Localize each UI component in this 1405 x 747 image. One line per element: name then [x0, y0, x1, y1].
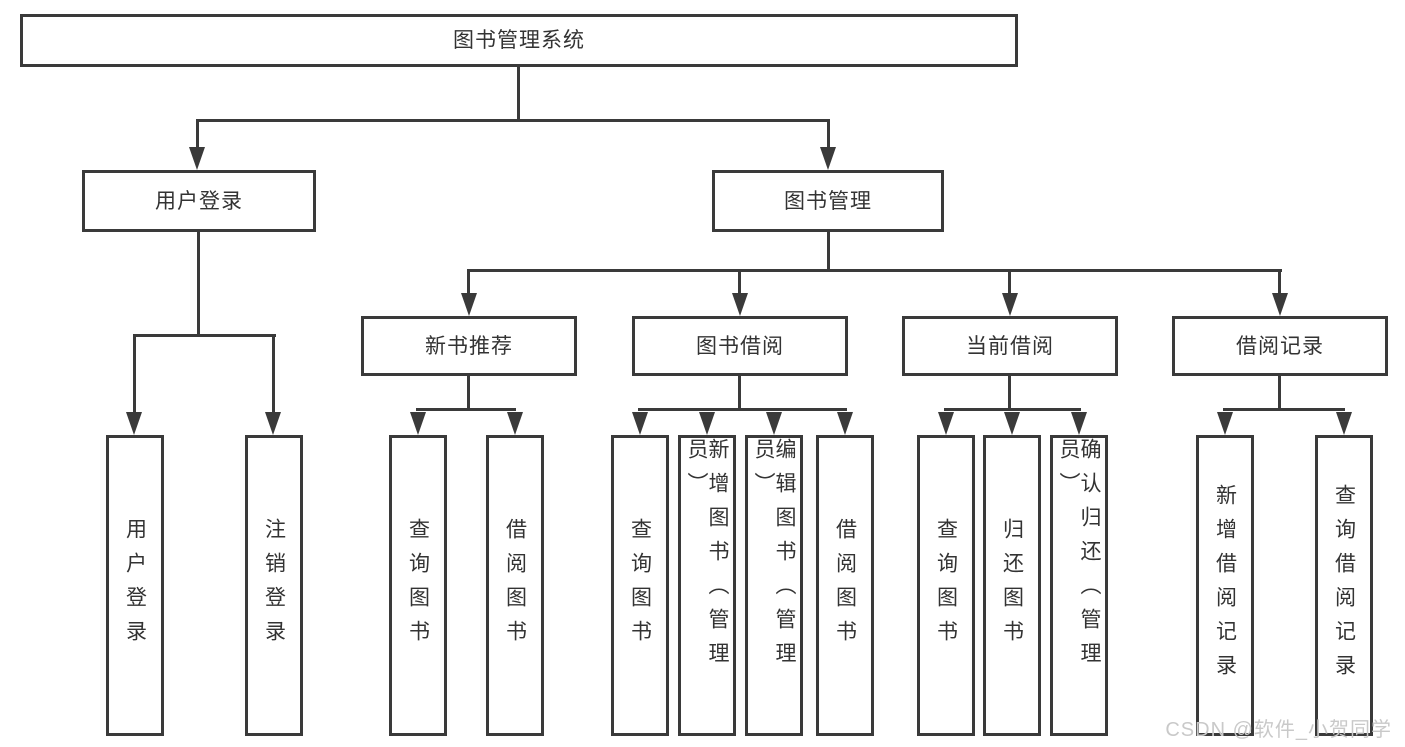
leaf-add-book-admin-label: 新增图书（管理员） [685, 438, 729, 676]
arrowhead-leaf-edit-book [766, 412, 782, 435]
arrowhead-leaf-add-borrow-record [1217, 412, 1233, 435]
arrowhead-leaf-borrow-book-2 [837, 412, 853, 435]
node-borrow-records: 借阅记录 [1172, 316, 1388, 376]
edge-book-management-stem [827, 231, 830, 272]
node-user-login-label: 用户登录 [155, 189, 243, 213]
leaf-add-borrow-record: 新增借阅记录 [1196, 435, 1254, 736]
leaf-borrow-book-2-label: 借阅图书 [833, 517, 857, 654]
leaf-confirm-return-admin: 确认归还（管理员） [1050, 435, 1108, 736]
leaf-logout-label: 注销登录 [262, 517, 286, 654]
arrowhead-borrow-records [1272, 293, 1288, 316]
arrowhead-new-book-recommend [461, 293, 477, 316]
arrowhead-leaf-borrow-book-1 [507, 412, 523, 435]
edge-drop-new-book-recommend [467, 269, 470, 295]
arrowhead-leaf-confirm-return [1071, 412, 1087, 435]
node-current-borrow: 当前借阅 [902, 316, 1118, 376]
leaf-return-book: 归还图书 [983, 435, 1041, 736]
leaf-borrow-book-1-label: 借阅图书 [503, 517, 527, 654]
edge-drop-book-borrow [738, 269, 741, 295]
edge-current-borrow-rail [944, 408, 1081, 411]
leaf-user-login: 用户登录 [106, 435, 164, 736]
arrowhead-user-login [189, 147, 205, 170]
edge-borrow-records-rail [1223, 408, 1345, 411]
leaf-query-book-3: 查询图书 [917, 435, 975, 736]
edge-drop-book-management [827, 119, 830, 151]
leaf-user-login-label: 用户登录 [123, 517, 147, 654]
node-book-management-label: 图书管理 [784, 189, 872, 213]
edge-current-borrow-stem [1008, 374, 1011, 411]
edge-root-stem [517, 65, 520, 121]
edge-drop-leaf-user-login [133, 334, 136, 414]
edge-drop-user-login [196, 119, 199, 151]
node-new-book-recommend-label: 新书推荐 [425, 334, 513, 358]
node-current-borrow-label: 当前借阅 [966, 334, 1054, 358]
arrowhead-current-borrow [1002, 293, 1018, 316]
arrowhead-leaf-user-login [126, 412, 142, 435]
leaf-query-book-1: 查询图书 [389, 435, 447, 736]
leaf-query-book-1-label: 查询图书 [406, 517, 430, 654]
leaf-add-borrow-record-label: 新增借阅记录 [1213, 483, 1237, 688]
node-book-borrow-label: 图书借阅 [696, 334, 784, 358]
edge-new-book-recommend-rail [416, 408, 516, 411]
arrowhead-leaf-logout [265, 412, 281, 435]
node-root-label: 图书管理系统 [453, 29, 585, 52]
leaf-query-book-3-label: 查询图书 [934, 517, 958, 654]
csdn-watermark: CSDN @软件_小贺同学 [1165, 719, 1392, 741]
edge-user-login-rail [133, 334, 276, 337]
edge-new-book-recommend-stem [467, 374, 470, 411]
edge-drop-borrow-records [1278, 269, 1281, 295]
node-book-borrow: 图书借阅 [632, 316, 848, 376]
leaf-add-book-admin: 新增图书（管理员） [678, 435, 736, 736]
edge-drop-current-borrow [1008, 269, 1011, 295]
edge-book-borrow-stem [738, 374, 741, 411]
edge-book-management-rail [467, 269, 1282, 272]
leaf-edit-book-admin: 编辑图书（管理员） [745, 435, 803, 736]
edge-book-borrow-rail [638, 408, 847, 411]
arrowhead-book-borrow [732, 293, 748, 316]
leaf-query-borrow-record-label: 查询借阅记录 [1332, 483, 1356, 688]
leaf-edit-book-admin-label: 编辑图书（管理员） [752, 438, 796, 676]
edge-root-rail [196, 119, 830, 122]
leaf-confirm-return-admin-label: 确认归还（管理员） [1057, 438, 1101, 676]
arrowhead-leaf-query-book-3 [938, 412, 954, 435]
arrowhead-leaf-add-book [699, 412, 715, 435]
node-borrow-records-label: 借阅记录 [1236, 334, 1324, 358]
node-root: 图书管理系统 [20, 14, 1018, 67]
leaf-logout: 注销登录 [245, 435, 303, 736]
node-book-management: 图书管理 [712, 170, 944, 232]
leaf-query-book-2-label: 查询图书 [628, 517, 652, 654]
arrowhead-leaf-query-book-1 [410, 412, 426, 435]
arrowhead-leaf-query-book-2 [632, 412, 648, 435]
leaf-query-borrow-record: 查询借阅记录 [1315, 435, 1373, 736]
leaf-query-book-2: 查询图书 [611, 435, 669, 736]
leaf-borrow-book-2: 借阅图书 [816, 435, 874, 736]
arrowhead-leaf-return-book [1004, 412, 1020, 435]
leaf-return-book-label: 归还图书 [1000, 517, 1024, 654]
leaf-borrow-book-1: 借阅图书 [486, 435, 544, 736]
node-new-book-recommend: 新书推荐 [361, 316, 577, 376]
edge-borrow-records-stem [1278, 374, 1281, 411]
edge-drop-leaf-logout [272, 334, 275, 414]
node-user-login: 用户登录 [82, 170, 316, 232]
arrowhead-book-management [820, 147, 836, 170]
arrowhead-leaf-query-borrow-record [1336, 412, 1352, 435]
edge-user-login-stem [197, 231, 200, 337]
